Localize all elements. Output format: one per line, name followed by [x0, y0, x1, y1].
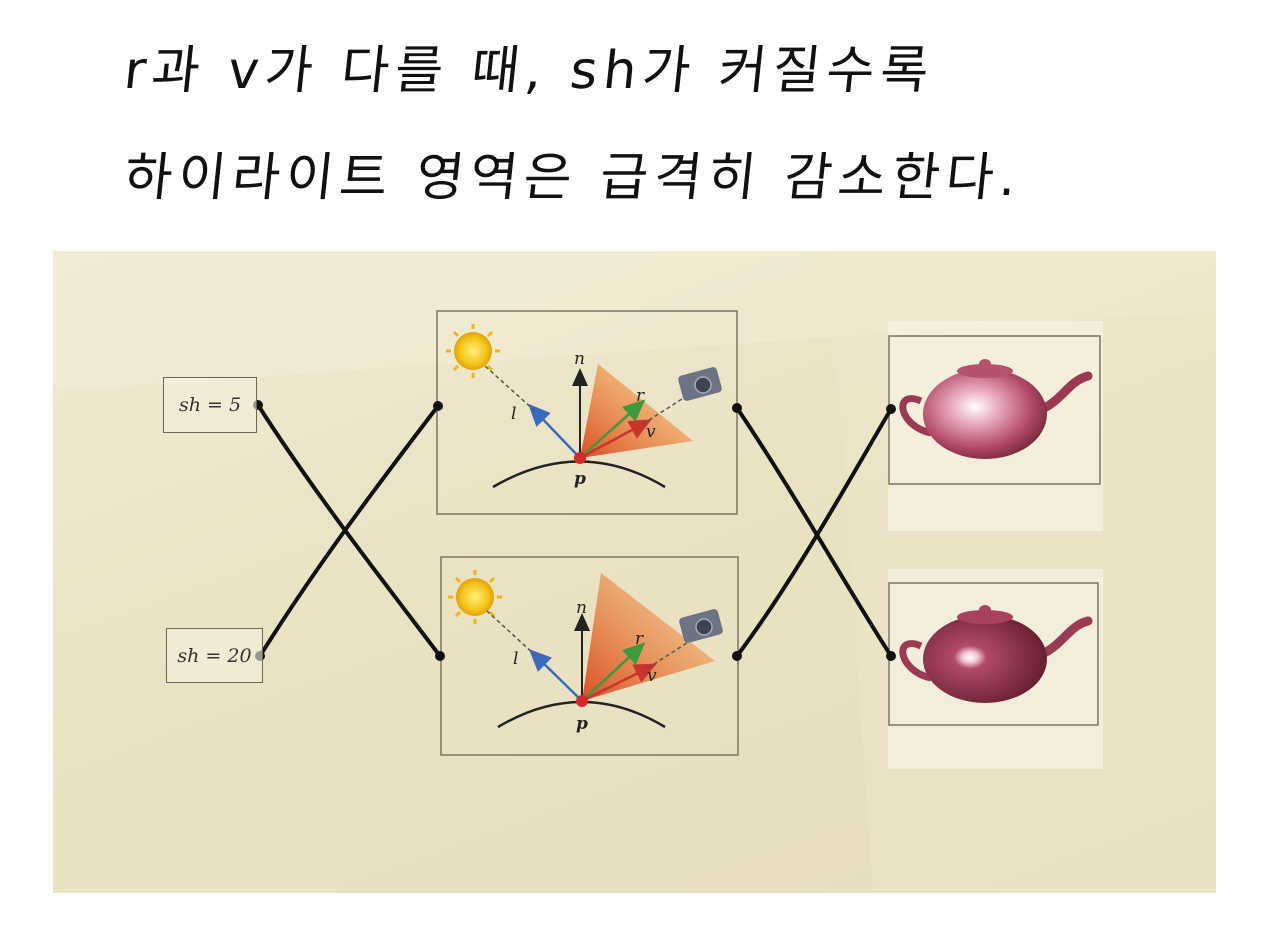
label-r-2: r: [635, 629, 644, 649]
surface-point: [574, 452, 586, 464]
camera-icon: [678, 367, 722, 401]
label-n-1: n: [574, 349, 585, 369]
teapot-body: [923, 615, 1047, 703]
sh5-label-box: sh = 5: [163, 377, 257, 433]
label-l-2: l: [513, 649, 518, 669]
label-n-2: n: [576, 598, 587, 618]
sun-icon: [456, 578, 494, 616]
surface-point: [576, 695, 588, 707]
note-line-2: 하이라이트 영역은 급격히 감소한다.: [121, 148, 1026, 208]
sun-rays-icon: [446, 324, 500, 378]
label-l-1: l: [511, 404, 516, 424]
diagram-1: [436, 310, 738, 515]
teapot-body: [923, 369, 1047, 459]
diagram-2: [440, 556, 739, 756]
camera-icon: [679, 609, 723, 643]
note-line-1: r과 v가 다를 때, sh가 커질수록: [121, 41, 938, 101]
label-v-1: v: [646, 422, 656, 442]
label-v-2: v: [647, 666, 657, 686]
label-p-1: p: [574, 469, 586, 489]
label-p-2: p: [576, 714, 588, 734]
sh20-label-box: sh = 20: [166, 628, 263, 683]
teapot-2: [888, 582, 1099, 726]
match-line-diagram2: [735, 407, 893, 658]
label-r-1: r: [636, 386, 645, 406]
match-dots: [253, 400, 896, 661]
diagram-canvas: n l r v p n l r v p: [53, 251, 1216, 893]
teapot-1: [888, 335, 1101, 485]
sun-icon: [454, 332, 492, 370]
matching-lines: [256, 403, 893, 658]
textbook-photo: n l r v p n l r v p sh = 5 sh = 20: [53, 251, 1216, 893]
teapot-handle: [899, 395, 932, 437]
match-line-sh20: [258, 404, 440, 658]
teapot-handle: [899, 640, 932, 682]
match-line-sh5: [256, 403, 442, 658]
sun-rays-icon: [448, 570, 502, 624]
